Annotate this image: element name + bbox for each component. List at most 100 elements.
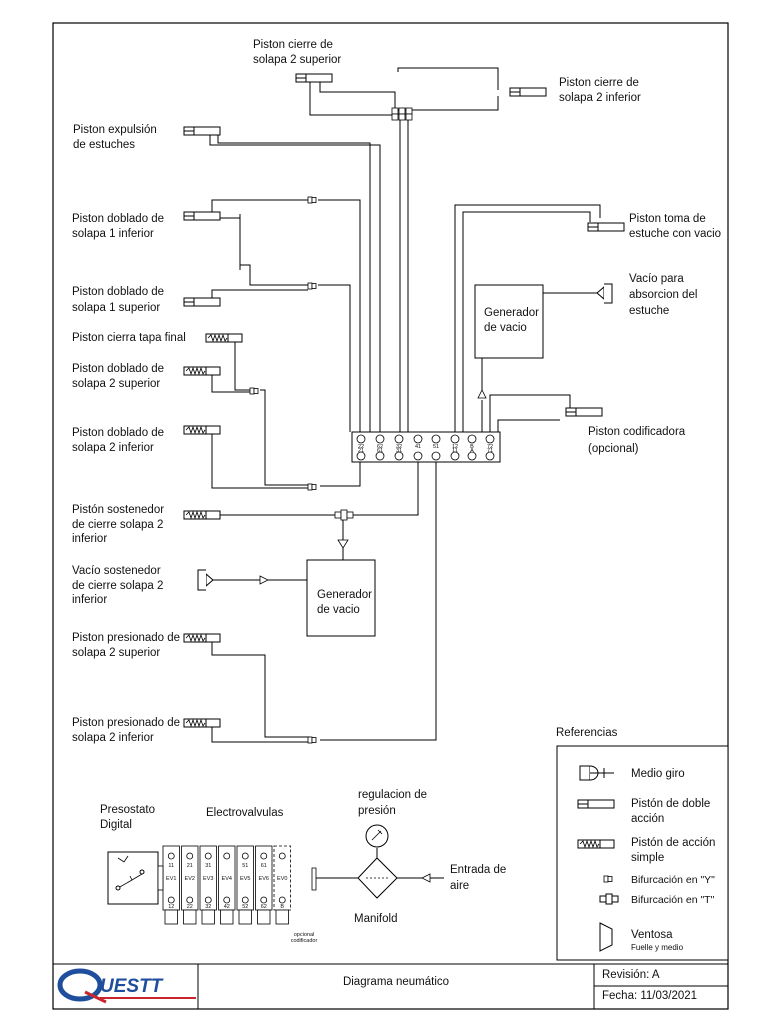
valve-label: EV4 [221, 876, 232, 882]
valve-bank [157, 845, 291, 925]
valve-fitting [183, 909, 197, 925]
label-entrada: Entrada de aire [450, 864, 507, 892]
valve-fitting [201, 909, 215, 925]
ref-bifurcacion-y: Bifurcación en "Y" [631, 874, 715, 886]
manifold-port [467, 434, 477, 444]
valve-port [167, 896, 175, 904]
manifold-port-label: 72 [486, 444, 494, 450]
manifold-port [485, 451, 495, 461]
label-regulacion: regulacion de presión [358, 789, 428, 817]
manifold-port [431, 434, 441, 444]
piston-doblado1-inf [183, 211, 221, 221]
label-generador-2: Generador de vacio [317, 589, 372, 616]
valve-bank-endplate [157, 865, 164, 891]
label-electrovalvulas: Electrovalvulas [206, 807, 284, 819]
ref-accion-simple: Pistón de acción simple [631, 837, 716, 864]
title-block-revision: Revisión: A [602, 969, 660, 981]
manifold-port-label: 31 [395, 448, 403, 454]
manifold-port [356, 451, 366, 461]
valve-fitting [257, 909, 271, 925]
valve-port-label: 31 [205, 863, 212, 869]
label-doblado2-sup: Piston doblado de solapa 2 superior [72, 363, 165, 390]
valve-fitting [220, 909, 234, 925]
manifold-port [485, 434, 495, 444]
manifold-port-label: 11 [452, 448, 458, 454]
label-presostato: Presostato Digital [100, 804, 155, 831]
label-tapa-final: Piston cierra tapa final [72, 332, 186, 344]
manifold-port [413, 434, 423, 444]
references-box [556, 745, 729, 961]
references-title: Referencias [556, 727, 618, 739]
piston-toma-estuche [587, 222, 625, 232]
piston-cierre-inf [509, 87, 547, 97]
valve-fitting [238, 909, 252, 925]
piston-doblado2-inf [183, 425, 221, 435]
label-doblado1-sup: Piston doblado de solapa 1 superior [72, 286, 165, 314]
manifold-port [467, 451, 477, 461]
piston-presionado-inf [183, 718, 221, 728]
piston-sostenedor [183, 510, 221, 520]
piston-expulsion [183, 126, 221, 136]
valve-label: EV3 [203, 876, 214, 882]
manifold-port [356, 434, 366, 444]
title-block-fecha: Fecha: 11/03/2021 [602, 990, 698, 1002]
ref-bifurcacion-t: Bifurcación en "T" [631, 894, 715, 906]
ref-ventosa-sub: Fuelle y medio [631, 943, 684, 952]
questt-logo-mark [57, 968, 103, 1002]
manifold-port-label: 32 [395, 444, 403, 450]
piston-cierre-sup [295, 73, 333, 83]
valve-port [186, 896, 194, 904]
valve-port [260, 852, 268, 860]
presostato-box [107, 851, 159, 905]
sheet-border [52, 22, 729, 1010]
manifold-port-label: 22 [357, 444, 365, 450]
label-cierre-sup: Piston cierre de solapa 2 superior [253, 39, 342, 66]
valve-port-label: 42 [223, 904, 230, 910]
valve-label: EV0 [277, 876, 288, 882]
label-doblado2-inf: Piston doblado de solapa 2 inferior [72, 427, 165, 454]
valve-label: EV2 [184, 876, 195, 882]
manifold-port-label: 61 [376, 448, 384, 454]
ref-ventosa: Ventosa [631, 929, 673, 941]
valve-port-label: B [280, 904, 285, 910]
valve-port-label: 51 [242, 863, 249, 869]
pressure-gauge [365, 824, 389, 848]
label-sostenedor: Pistón sostenedor de cierre solapa 2 inf… [72, 504, 165, 545]
valve-port [278, 852, 286, 860]
valve-body [273, 845, 291, 911]
label-codificadora: Piston codificadora (opcional) [588, 426, 686, 455]
label-doblado1-inf: Piston doblado de solapa 1 inferior [72, 213, 165, 240]
valve-port [278, 896, 286, 904]
valve-port-label: 62 [260, 904, 267, 910]
label-presionado-sup: Piston presionado de solapa 2 superior [72, 632, 181, 659]
manifold-port [450, 434, 460, 444]
valve-port [241, 852, 249, 860]
manifold-port-label: B [470, 444, 474, 450]
valve-port-label: 52 [242, 904, 249, 910]
piston-doblado2-sup [183, 366, 221, 376]
manifold-port-label: 41 [414, 444, 422, 450]
ref-doble-accion: Pistón de doble acción [631, 798, 711, 825]
manifold-port-label: 62 [376, 444, 384, 450]
label-cierre-inf: Piston cierre de solapa 2 inferior [559, 77, 641, 104]
manifold-port-label: 71 [486, 448, 494, 454]
manifold-port [394, 451, 404, 461]
manifold-port [431, 451, 441, 461]
valve-port [204, 852, 212, 860]
manifold-port-label: 12 [451, 444, 459, 450]
manifold-port-label: A [470, 448, 474, 454]
valve-label: EV1 [166, 876, 177, 882]
title-block-title: Diagrama neumático [342, 976, 450, 988]
air-lines [209, 67, 601, 879]
valve-port-label: 32 [205, 904, 212, 910]
valve-port [186, 852, 194, 860]
piston-codificadora [565, 407, 603, 417]
valve-port-label: 11 [168, 863, 175, 869]
valve-port [241, 896, 249, 904]
label-toma-estuche: Piston toma de estuche con vacio [629, 213, 722, 240]
ref-medio-giro: Medio giro [631, 768, 685, 780]
manifold-port [375, 434, 385, 444]
valve-port [167, 852, 175, 860]
